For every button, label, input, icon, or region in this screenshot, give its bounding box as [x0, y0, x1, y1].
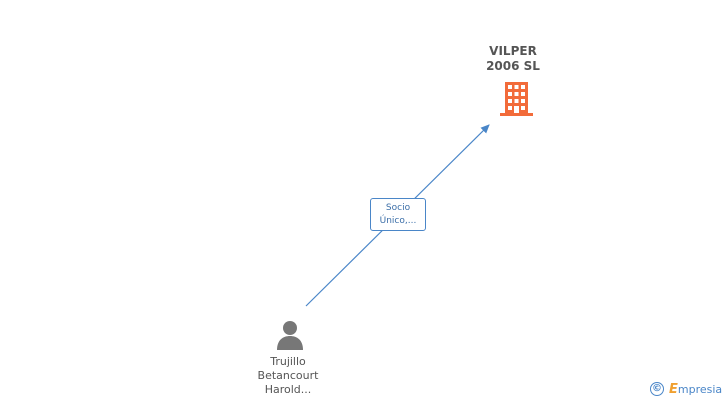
relation-label-line1: Socio [385, 203, 411, 213]
company-name-line2: 2006 SL [486, 59, 540, 73]
copyright-icon: © [650, 382, 664, 396]
brand-name: Empresia [669, 382, 722, 397]
building-icon[interactable] [500, 82, 533, 116]
person-name[interactable]: Trujillo Betancourt Harold... [232, 355, 344, 397]
person-name-line1: Trujillo [270, 355, 306, 368]
empresia-logo[interactable]: © Empresia [650, 380, 722, 398]
brand-name-rest: mpresia [677, 382, 723, 396]
relation-label[interactable]: Socio Único,... [370, 198, 426, 231]
company-name[interactable]: VILPER 2006 SL [463, 44, 563, 74]
person-name-line3: Harold... [264, 383, 312, 396]
brand-name-initial: E [669, 381, 678, 397]
person-icon[interactable] [275, 320, 305, 350]
company-name-line1: VILPER [489, 44, 537, 58]
person-name-line2: Betancourt [257, 369, 319, 382]
relation-label-line2: Único,... [379, 216, 417, 226]
